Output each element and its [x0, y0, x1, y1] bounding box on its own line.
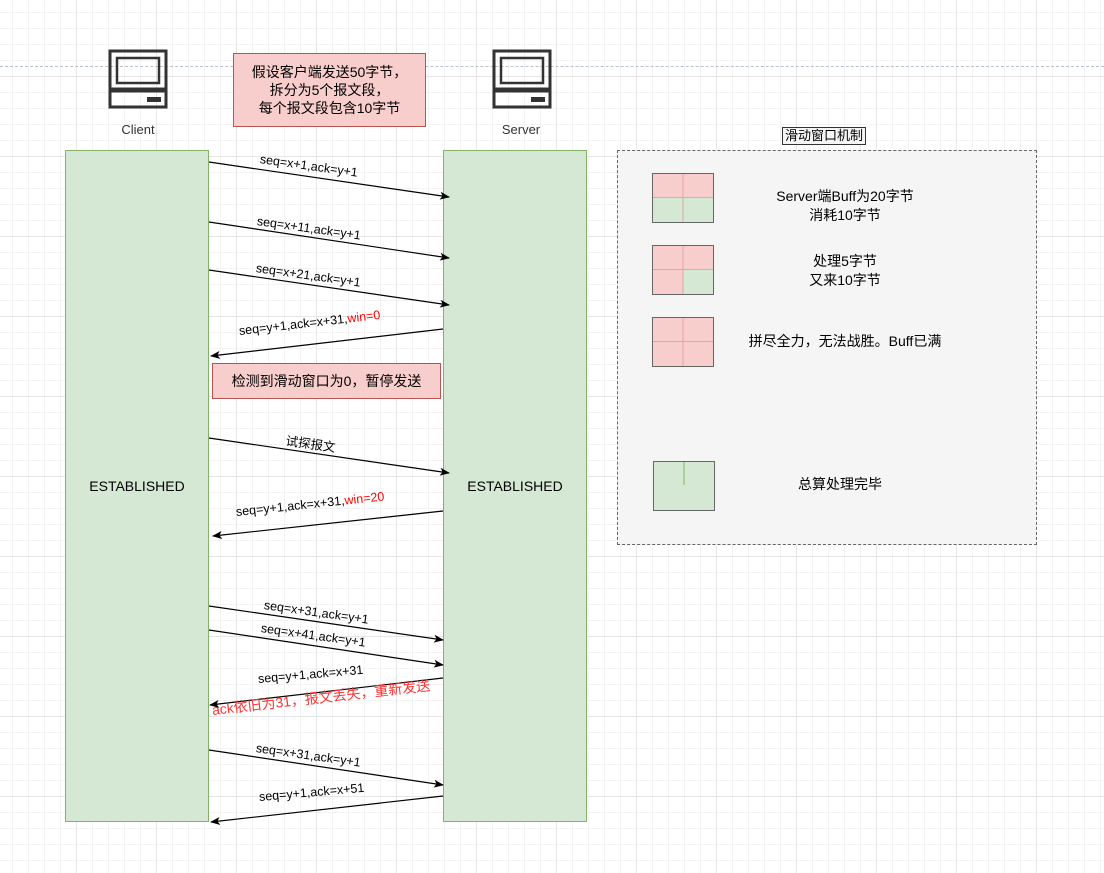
legend-row1-text: Server端Buff为20字节 消耗10字节 — [776, 188, 914, 223]
legend-row3-text: 拼尽全力，无法战胜。Buff已满 — [748, 333, 942, 349]
arrow-m2 — [208, 221, 450, 261]
pause-note: 检测到滑动窗口为0，暂停发送 — [212, 363, 441, 399]
server-lifeline: ESTABLISHED — [443, 150, 587, 822]
client-lifeline: ESTABLISHED — [65, 150, 209, 822]
arrow-m10 — [208, 749, 444, 788]
top-note: 假设客户端发送50字节， 拆分为5个报文段， 每个报文段包含10字节 — [233, 53, 426, 127]
buffer-full-icon — [652, 317, 714, 367]
arrow-m11 — [210, 795, 444, 825]
arrow-m8 — [208, 629, 444, 668]
client-computer-icon — [107, 49, 169, 109]
legend-row2-text: 处理5字节 又来10字节 — [809, 253, 881, 288]
buffer-empty-icon — [653, 461, 715, 511]
arrow-m3 — [208, 269, 450, 308]
server-label: Server — [501, 122, 541, 137]
server-state-label: ESTABLISHED — [467, 478, 563, 494]
arrow-m1 — [208, 161, 450, 200]
client-state-label: ESTABLISHED — [89, 478, 185, 494]
arrow-m5 — [208, 437, 450, 476]
server-computer-icon — [491, 49, 553, 109]
arrow-m7 — [208, 605, 444, 643]
legend-row4-text: 总算处理完毕 — [798, 476, 882, 492]
legend-title: 滑动窗口机制 — [782, 127, 867, 145]
dashed-separator — [0, 66, 1104, 67]
client-label: Client — [121, 122, 155, 137]
buffer-half-full-icon — [652, 173, 714, 223]
buffer-three-quarter-icon — [652, 245, 714, 295]
arrow-m9 — [209, 677, 444, 708]
arrow-m6 — [212, 510, 444, 540]
arrow-m4 — [210, 328, 444, 359]
